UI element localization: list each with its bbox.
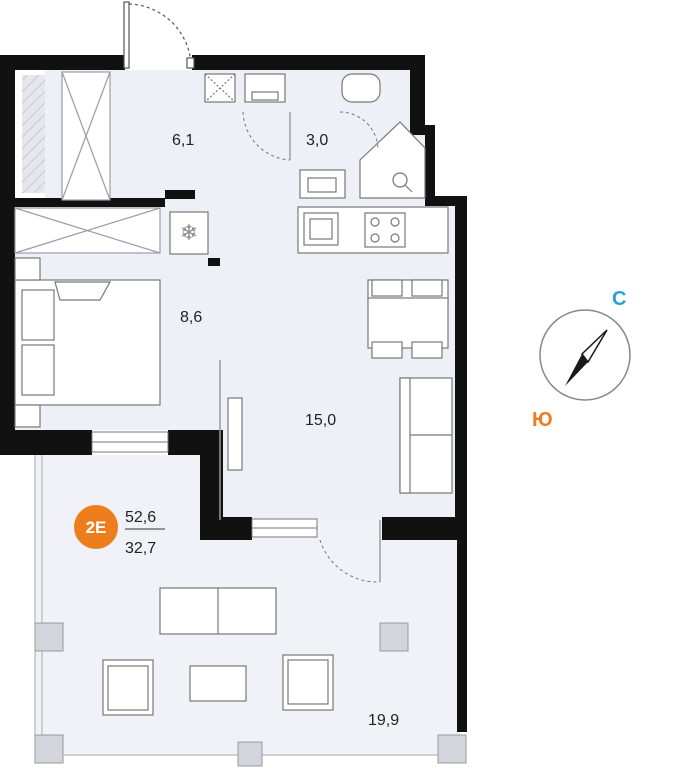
hob bbox=[364, 212, 406, 248]
terrace-table bbox=[189, 665, 247, 702]
compass-south-label: Ю bbox=[532, 409, 553, 431]
kitchen-counter bbox=[297, 206, 449, 254]
wall-kitchen-stub bbox=[208, 258, 220, 266]
wall-living-bottom-left bbox=[200, 517, 252, 540]
wall-top-left bbox=[0, 55, 125, 70]
wall-hall-divider bbox=[15, 198, 165, 207]
terrace-furniture bbox=[102, 587, 334, 716]
terrace-door bbox=[251, 518, 381, 583]
bed bbox=[14, 257, 161, 428]
wall-right-mid bbox=[425, 125, 435, 203]
living-area: 32,7 bbox=[125, 540, 156, 557]
room-area-bathroom: 3,0 bbox=[306, 132, 328, 149]
wall-right-step bbox=[410, 125, 435, 135]
room-area-hall: 6,1 bbox=[172, 132, 194, 149]
compass: С Ю bbox=[532, 288, 631, 431]
toilet bbox=[341, 73, 381, 103]
wall-top-right bbox=[192, 55, 417, 70]
terrace-columns bbox=[34, 622, 467, 767]
wardrobe-hall bbox=[61, 71, 111, 201]
dining-set bbox=[367, 279, 449, 359]
partition bbox=[227, 397, 243, 471]
badge-label: 2E bbox=[86, 518, 107, 537]
wall-terrace-right bbox=[457, 517, 467, 732]
compass-north-label: С bbox=[612, 288, 626, 310]
room-labels: 6,1 3,0 8,6 15,0 19,9 bbox=[172, 132, 399, 729]
room-area-kitchen-living: 15,0 bbox=[305, 412, 336, 429]
fridge: ❄ bbox=[169, 211, 209, 255]
wall-left-upper bbox=[0, 55, 15, 200]
svg-text:❄: ❄ bbox=[180, 221, 198, 246]
bathroom-door bbox=[242, 111, 379, 161]
badge-circle bbox=[74, 505, 118, 549]
wall-right-upper bbox=[410, 55, 425, 135]
total-area: 52,6 bbox=[125, 509, 156, 526]
living-sofa bbox=[399, 377, 453, 494]
wall-left-lower bbox=[0, 200, 15, 455]
wall-hall-stub bbox=[165, 190, 195, 199]
entrance-door bbox=[123, 1, 195, 69]
wall-right-main bbox=[455, 196, 467, 521]
wall-bedroom-bottom-left bbox=[0, 430, 92, 455]
room-area-bedroom: 8,6 bbox=[180, 309, 202, 326]
wardrobe-bedroom bbox=[14, 207, 161, 254]
wall-living-bottom-right bbox=[382, 517, 467, 540]
room-area-terrace: 19,9 bbox=[368, 712, 399, 729]
wall-right-step2 bbox=[425, 196, 467, 206]
hatched-column bbox=[22, 75, 45, 193]
compass-ring bbox=[539, 309, 631, 401]
wall-living-left bbox=[200, 430, 223, 540]
apartment-badge: 2E 52,6 32,7 bbox=[74, 505, 165, 557]
bedroom-window bbox=[91, 431, 169, 453]
shower-tray bbox=[359, 121, 426, 199]
bathroom-fixtures bbox=[204, 73, 426, 199]
walls bbox=[0, 55, 467, 732]
